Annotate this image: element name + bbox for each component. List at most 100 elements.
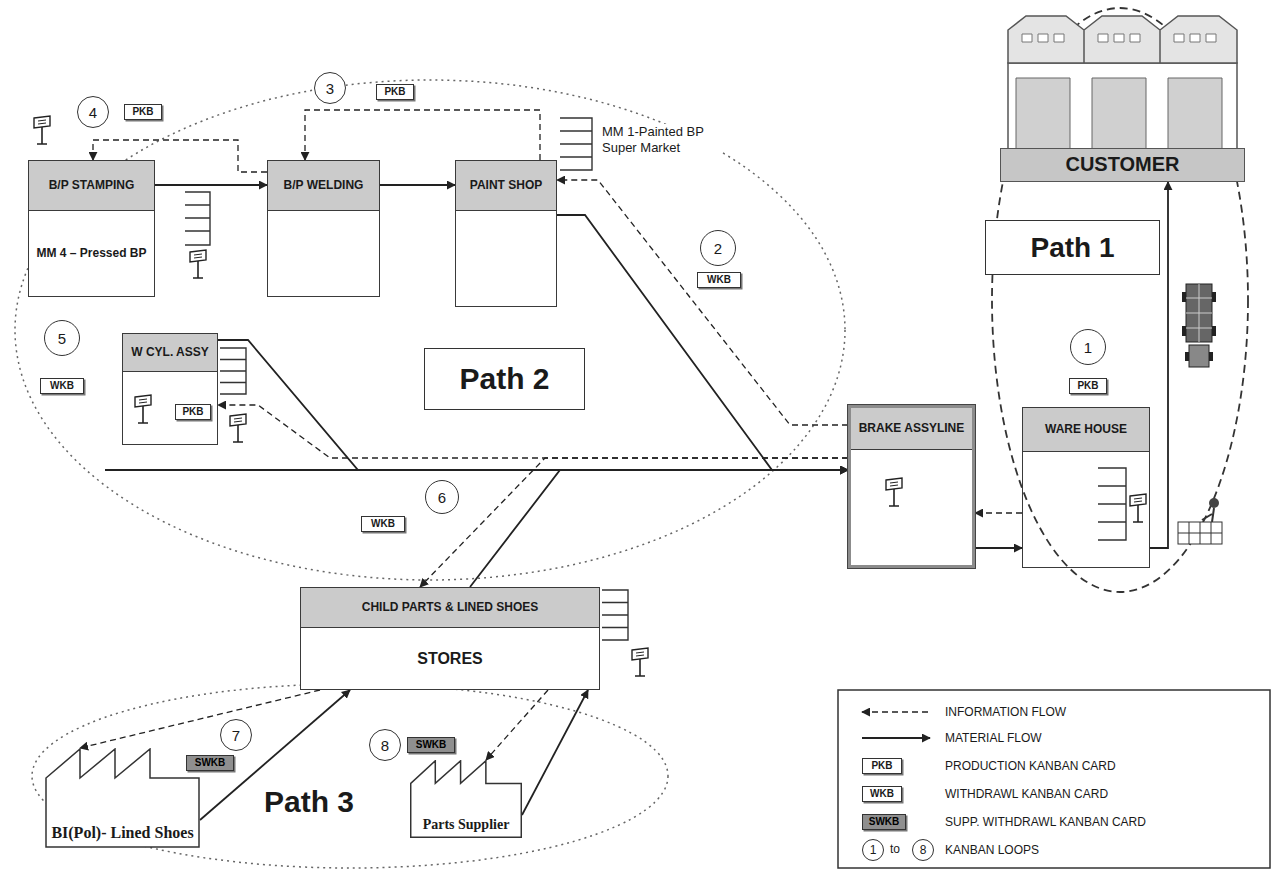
material-flow <box>218 340 848 470</box>
building-roof <box>1008 16 1237 63</box>
drawing-part <box>1189 345 1209 367</box>
drawing-part <box>1130 494 1146 506</box>
supermarket-rack <box>1098 468 1126 540</box>
drawing-part <box>1133 505 1143 522</box>
drawing-part <box>34 116 50 128</box>
legend-text: MATERIAL FLOW <box>945 731 1042 745</box>
card-text: WKB <box>371 519 395 529</box>
loop-number: 8 <box>381 737 389 754</box>
legend-text: WITHDRAWL KANBAN CARD <box>945 787 1108 801</box>
kanban-post <box>1130 494 1146 522</box>
drawing-part <box>233 425 243 442</box>
process-box: WARE HOUSE <box>1022 407 1150 568</box>
drawing-part <box>135 395 151 407</box>
worker-icon <box>1178 498 1222 544</box>
card-text: PKB <box>1077 381 1098 391</box>
kanban-post <box>135 395 151 423</box>
header-text: W CYL. ASSY <box>123 334 217 372</box>
legend-word: to <box>890 842 900 856</box>
material-flow <box>470 470 848 587</box>
header-text: B/P STAMPING <box>29 161 154 211</box>
header-text: BRAKE ASSYLINE <box>851 408 972 450</box>
drawing-part <box>234 418 242 422</box>
process-box: PAINT SHOP <box>455 160 557 307</box>
factory-name: BI(Pol)- Lined Shoes <box>45 824 199 848</box>
loop-number: 4 <box>89 104 97 121</box>
drawing-part <box>193 261 203 278</box>
trunk-line <box>105 469 358 471</box>
path-box: Path 2 <box>424 348 585 410</box>
building-windows <box>1022 34 1216 42</box>
kanban-card: WKB <box>361 516 405 532</box>
card-text: PKB <box>384 87 405 97</box>
drawing-part <box>1209 352 1213 361</box>
material-flow <box>557 215 848 470</box>
process-box: B/P STAMPINGMM 4 – Pressed BP <box>28 160 155 297</box>
loop-number: 7 <box>232 727 240 744</box>
card-text: WKB <box>50 381 74 391</box>
drawing-part <box>194 254 202 258</box>
drawing-part <box>190 250 206 262</box>
legend-card-sample: PKB <box>862 758 902 774</box>
drawing-part <box>1186 284 1212 342</box>
header-text: WARE HOUSE <box>1023 408 1149 452</box>
drawing-part <box>1212 292 1216 302</box>
path-box: Path 1 <box>985 220 1160 275</box>
path-region <box>15 80 845 580</box>
path-region <box>992 8 1248 592</box>
card-text: PKB <box>132 107 153 117</box>
drawing-part <box>1186 284 1212 342</box>
kanban-loop-number: 2 <box>700 230 736 266</box>
kanban-loop-number: 3 <box>314 72 346 104</box>
legend-text: INFORMATION FLOW <box>945 705 1066 719</box>
kanban-post <box>34 116 50 144</box>
kanban-post <box>190 250 206 278</box>
kanban-card: WKB <box>40 378 84 394</box>
supermarket-rack <box>220 348 246 394</box>
loop-number: 3 <box>326 80 334 97</box>
drawing-part <box>138 406 148 423</box>
process-box: CHILD PARTS & LINED SHOESSTORES <box>300 587 600 690</box>
material-flow <box>380 184 455 186</box>
supplier-factory: BI(Pol)- Lined Shoes <box>45 748 200 848</box>
kanban-card: PKB <box>1069 378 1107 394</box>
drawing-part <box>1178 522 1222 544</box>
legend-card-sample: WKB <box>862 786 902 802</box>
drawing-part <box>1182 292 1186 302</box>
information-flow <box>975 512 1022 513</box>
kanban-card: PKB <box>175 404 211 420</box>
path-region <box>32 684 668 868</box>
card-text: WKB <box>707 275 731 285</box>
loop-number: 1 <box>1084 339 1092 356</box>
kanban-loop-number: 1 <box>1070 329 1106 365</box>
header-text: PAINT SHOP <box>456 161 556 211</box>
kanban-card: SWKB <box>407 737 455 753</box>
body-text: STORES <box>301 628 599 689</box>
process-box: W CYL. ASSY PKB <box>122 333 218 445</box>
process-box: BRAKE ASSYLINE <box>848 405 975 568</box>
customer-factory: CUSTOMER <box>1000 8 1245 182</box>
drawing-part <box>1202 508 1214 522</box>
drawing-part <box>886 478 902 490</box>
legend-text: PRODUCTION KANBAN CARD <box>945 759 1116 773</box>
material-flow <box>975 547 1022 549</box>
information-flow <box>557 180 848 425</box>
drawing-part <box>37 127 47 144</box>
drawing-part <box>636 652 644 656</box>
supermarket-rack <box>185 192 210 245</box>
loop-number: 6 <box>438 489 446 506</box>
supermarket-rack <box>560 118 592 170</box>
path-name: Path 1 <box>1030 232 1114 264</box>
drawing-part <box>1134 498 1142 502</box>
card-text: PKB <box>182 407 203 417</box>
drawing-part <box>139 399 147 403</box>
kanban-loop-number: 8 <box>369 729 401 761</box>
kanban-card: WKB <box>697 272 741 288</box>
supermarket-label: MM 1-Painted BP Super Market <box>600 124 722 155</box>
card-text: SWKB <box>195 758 226 768</box>
legend-loop-sample: 8 <box>912 839 934 861</box>
loop-number: 5 <box>58 330 66 347</box>
building-doors <box>1016 78 1222 153</box>
building-body <box>1008 63 1237 153</box>
path-name: Path 2 <box>459 362 549 396</box>
